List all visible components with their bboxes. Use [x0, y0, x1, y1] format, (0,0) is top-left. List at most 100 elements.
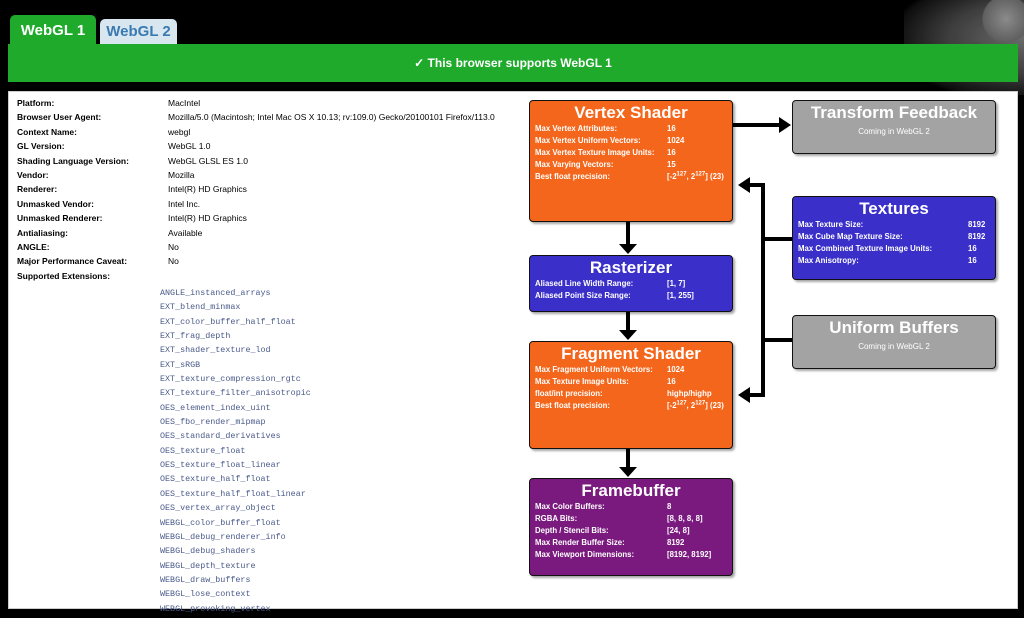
rasterizer-title: Rasterizer — [589, 258, 673, 277]
info-key: Antialiasing: — [17, 227, 69, 238]
framebuffer-label: Depth / Stencil Bits: — [535, 526, 609, 535]
vertex-label: Best float precision: — [535, 172, 610, 181]
extension-item: EXT_color_buffer_half_float — [160, 316, 296, 327]
fragment-row: float/int precision: highp/highp — [535, 388, 724, 400]
uniform-buffers-box: Uniform Buffers Coming in WebGL 2 — [792, 315, 996, 369]
fragment-value: [-2127, 2127] (23) — [667, 400, 724, 410]
vertex-value: 1024 — [667, 136, 685, 145]
framebuffer-label: Max Viewport Dimensions: — [535, 550, 635, 559]
fragment-row: Best float precision: [-2127, 2127] (23) — [535, 400, 724, 412]
textures-value: 8192 — [968, 220, 986, 229]
fragment-shader-box: Fragment Shader Max Fragment Uniform Vec… — [529, 341, 733, 449]
framebuffer-label: Max Color Buffers: — [535, 502, 605, 511]
info-key: Renderer: — [17, 184, 58, 195]
textures-row: Max Combined Texture Image Units: 16 — [798, 243, 985, 255]
info-value: No — [168, 256, 179, 267]
info-value: WebGL GLSL ES 1.0 — [168, 155, 249, 166]
textures-label: Max Texture Size: — [798, 220, 864, 229]
framebuffer-row: RGBA Bits: [8, 8, 8, 8] — [535, 513, 711, 525]
textures-label: Max Anisotropy: — [798, 256, 859, 265]
vertex-label: Max Vertex Attributes: — [535, 124, 618, 133]
vertex-row: Max Vertex Uniform Vectors: 1024 — [535, 135, 724, 147]
transform-feedback-title: Transform Feedback — [810, 103, 978, 122]
extension-item: EXT_frag_depth — [160, 331, 231, 342]
info-key: Unmasked Renderer: — [17, 213, 103, 224]
extension-item: OES_element_index_uint — [160, 402, 271, 413]
textures-title: Textures — [859, 199, 929, 218]
textures-value: 16 — [968, 256, 977, 265]
framebuffer-value: [8, 8, 8, 8] — [667, 514, 703, 523]
textures-row: Max Cube Map Texture Size:8192 — [798, 231, 985, 243]
framebuffer-label: RGBA Bits: — [535, 514, 578, 523]
vertex-row: Max Vertex Attributes: 16 — [535, 123, 724, 135]
fragment-label: Max Fragment Uniform Vectors: — [535, 365, 653, 374]
fragment-shader-title: Fragment Shader — [561, 344, 701, 363]
vertex-value: 16 — [667, 124, 676, 133]
textures-value: 8192 — [968, 232, 986, 241]
fragment-value: highp/highp — [667, 389, 712, 398]
vertex-row: Max Vertex Texture Image Units:16 — [535, 147, 724, 159]
support-banner: ✓ This browser supports WebGL 1 — [8, 44, 1018, 82]
uniform-buffers-title: Uniform Buffers — [829, 318, 959, 337]
framebuffer-row: Depth / Stencil Bits:[24, 8] — [535, 525, 711, 537]
vertex-value: 15 — [667, 160, 676, 169]
info-value: Available — [168, 227, 203, 238]
framebuffer-value: [8192, 8192] — [667, 550, 712, 559]
extension-item: EXT_blend_minmax — [160, 302, 241, 313]
extension-item: OES_texture_float_linear — [160, 460, 281, 471]
info-value: Mozilla — [168, 169, 195, 180]
rasterizer-table: Aliased Line Width Range: [1, 7] Aliased P… — [535, 278, 694, 302]
info-key: Context Name: — [17, 126, 77, 137]
fragment-value: 1024 — [667, 365, 685, 374]
fragment-label: float/int precision: — [535, 389, 603, 398]
textures-row: Max Anisotropy: 16 — [798, 255, 985, 267]
info-key: ANGLE: — [17, 241, 50, 252]
textures-row: Max Texture Size: 8192 — [798, 219, 985, 231]
info-value: Intel(R) HD Graphics — [168, 184, 247, 195]
fragment-label: Max Texture Image Units: — [535, 377, 629, 386]
info-key: Vendor: — [17, 169, 49, 180]
rasterizer-label: Aliased Line Width Range: — [535, 279, 634, 288]
framebuffer-row: Max Render Buffer Size:8192 — [535, 537, 711, 549]
extension-item: WEBGL_debug_renderer_info — [160, 531, 286, 542]
tab-webgl-1[interactable]: WebGL 1 — [10, 15, 96, 45]
vertex-shader-title: Vertex Shader — [574, 103, 688, 122]
extension-item: OES_vertex_array_object — [160, 503, 276, 514]
framebuffer-row: Max Viewport Dimensions: [8192, 8192] — [535, 549, 711, 561]
textures-label: Max Combined Texture Image Units: — [798, 244, 933, 253]
fragment-row: Max Texture Image Units:16 — [535, 376, 724, 388]
extension-item: OES_texture_float — [160, 445, 246, 456]
rasterizer-box: Rasterizer Aliased Line Width Range: [1, … — [529, 255, 733, 312]
info-key: Shading Language Version: — [17, 155, 129, 166]
info-value: Mozilla/5.0 (Macintosh; Intel Mac OS X 1… — [168, 112, 495, 123]
framebuffer-title: Framebuffer — [581, 481, 681, 500]
extension-item: ANGLE_instanced_arrays — [160, 288, 271, 298]
extension-item: EXT_texture_filter_anisotropic — [160, 388, 311, 399]
vertex-label: Max Varying Vectors: — [535, 160, 614, 169]
extension-item: OES_texture_half_float — [160, 474, 271, 485]
extension-item: OES_texture_half_float_linear — [160, 488, 306, 499]
fragment-label: Best float precision: — [535, 401, 610, 410]
info-value: WebGL 1.0 — [168, 141, 211, 152]
framebuffer-row: Max Color Buffers: 8 — [535, 501, 711, 513]
info-key: GL Version: — [17, 141, 65, 152]
extension-item: WEBGL_lose_context — [160, 589, 251, 600]
tab-webgl-2[interactable]: WebGL 2 — [100, 19, 177, 44]
vertex-value: [-2127, 2127] (23) — [667, 171, 724, 181]
extension-item: EXT_sRGB — [160, 359, 201, 370]
rasterizer-value: [1, 7] — [667, 279, 686, 288]
info-value: Intel(R) HD Graphics — [168, 213, 247, 224]
rasterizer-label: Aliased Point Size Range: — [535, 291, 631, 300]
vertex-label: Max Vertex Uniform Vectors: — [535, 136, 641, 145]
info-value: webgl — [168, 126, 191, 137]
framebuffer-value: 8 — [667, 502, 672, 511]
uniform-buffers-sub: Coming in WebGL 2 — [858, 342, 930, 351]
textures-value: 16 — [968, 244, 977, 253]
transform-feedback-box: Transform Feedback Coming in WebGL 2 — [792, 100, 996, 154]
